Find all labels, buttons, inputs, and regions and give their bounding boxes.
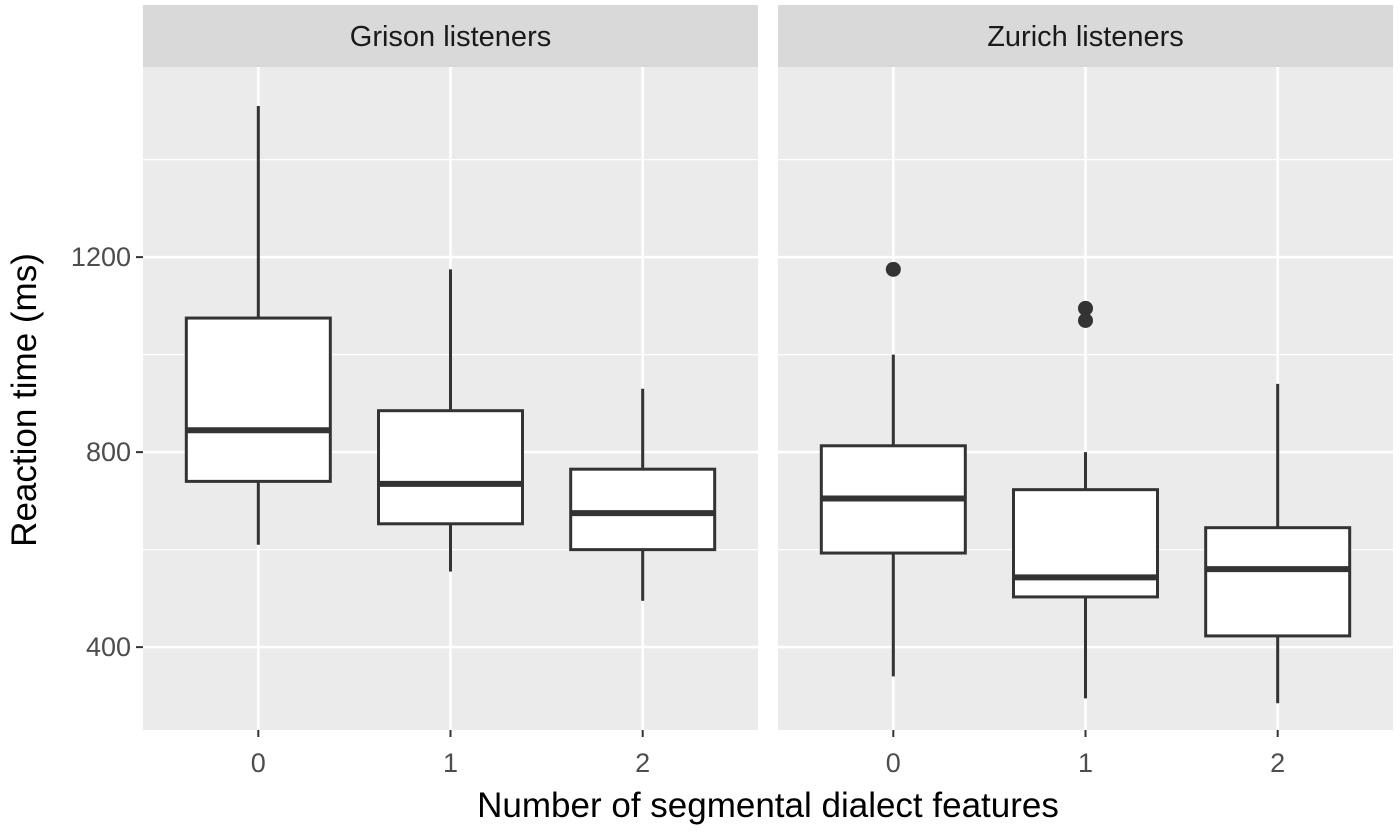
facet-strip bbox=[778, 5, 1393, 67]
y-tick-label: 800 bbox=[86, 437, 131, 467]
boxplot-1 bbox=[1012, 300, 1159, 699]
x-tick-label: 2 bbox=[1270, 748, 1285, 778]
x-tick-label: 2 bbox=[635, 748, 650, 778]
x-axis-title: Number of segmental dialect features bbox=[477, 786, 1059, 825]
x-tick-label: 0 bbox=[886, 748, 901, 778]
axes-layer: Reaction time (ms) Number of segmental d… bbox=[5, 253, 1059, 825]
x-tick-label: 0 bbox=[251, 748, 266, 778]
boxplot-0 bbox=[184, 106, 332, 545]
box-iqr bbox=[1204, 526, 1352, 638]
boxplot-1 bbox=[377, 269, 524, 572]
y-tick-label: 1200 bbox=[71, 242, 131, 272]
facet-strip bbox=[143, 5, 758, 67]
panels-layer: Grison listeners 0 1 2 Zurich listeners 0 1 2 40… bbox=[71, 5, 1393, 778]
x-tick-label: 1 bbox=[443, 748, 458, 778]
box-iqr bbox=[569, 467, 717, 552]
facet-panel-1: Zurich listeners 0 1 2 bbox=[778, 5, 1393, 778]
box-iqr bbox=[377, 409, 524, 526]
box-iqr bbox=[184, 316, 332, 483]
y-tick-label: 400 bbox=[86, 632, 131, 662]
facet-strip-label: Zurich listeners bbox=[987, 21, 1184, 53]
boxplot-2 bbox=[1204, 383, 1352, 704]
outlier-point bbox=[1078, 300, 1093, 316]
y-axis-title: Reaction time (ms) bbox=[5, 253, 44, 547]
facet-strip-label: Grison listeners bbox=[350, 21, 551, 53]
outlier-point bbox=[1078, 313, 1093, 328]
boxplot-0 bbox=[819, 261, 967, 677]
facet-panel-0: Grison listeners 0 1 2 bbox=[143, 5, 758, 778]
boxplot-2 bbox=[569, 388, 717, 601]
box-iqr bbox=[1012, 488, 1159, 599]
outlier-point bbox=[885, 261, 901, 277]
x-tick-label: 1 bbox=[1078, 748, 1093, 778]
